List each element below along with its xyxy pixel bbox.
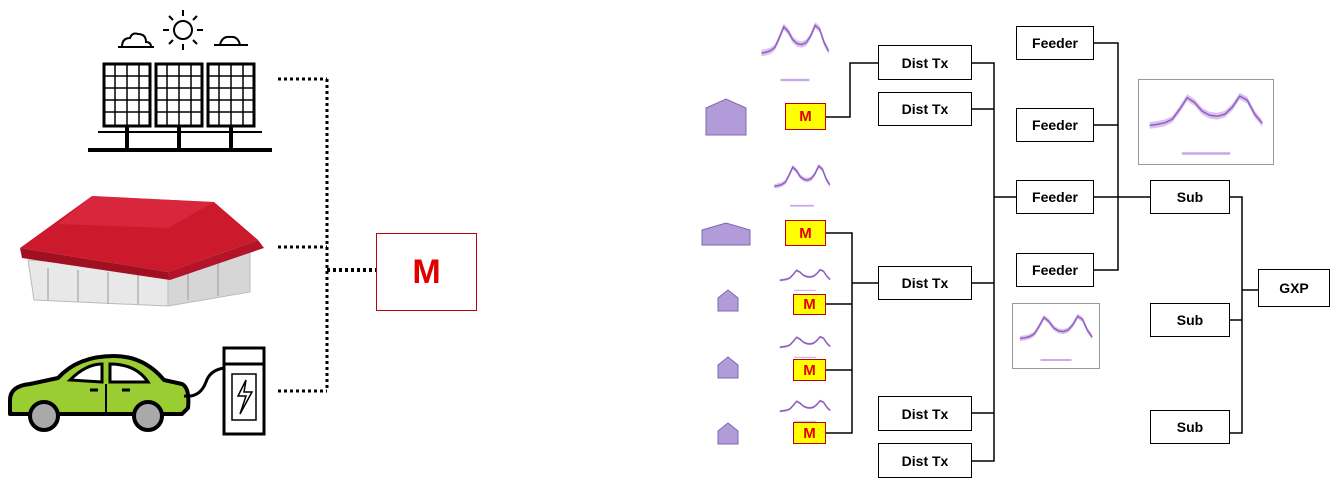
house-icon	[717, 289, 739, 312]
gxp-box: GXP	[1258, 269, 1330, 307]
left-meter-box: M	[376, 233, 477, 311]
meter-box: M	[785, 220, 826, 246]
profile-legend	[790, 204, 814, 207]
profile-line	[761, 24, 830, 54]
load-profile-curve	[779, 335, 831, 358]
house-icon	[705, 98, 747, 136]
load-profile-curve	[1149, 92, 1263, 155]
profile-line	[779, 335, 831, 348]
meter-box: M	[785, 103, 826, 130]
load-profile-thumbnail	[775, 331, 835, 361]
profile-band	[761, 22, 829, 57]
house-photo-icon	[20, 196, 264, 307]
load-profile-thumbnail	[775, 264, 835, 294]
load-profile-curve	[779, 399, 831, 422]
profile-band	[1019, 313, 1093, 342]
load-profile-thumbnail	[755, 10, 835, 90]
sub-box: Sub	[1150, 180, 1230, 214]
feeder-box: Feeder	[1016, 180, 1094, 214]
house-icon	[701, 222, 751, 246]
house-icon	[717, 422, 739, 445]
load-profile-thumbnail	[769, 155, 835, 213]
sub-box: Sub	[1150, 410, 1230, 444]
profile-band	[774, 163, 830, 189]
profile-line	[774, 164, 831, 188]
profile-legend	[1040, 359, 1072, 361]
dist-tx-box: Dist Tx	[878, 396, 972, 431]
profile-legend	[794, 420, 816, 422]
load-profile-curve	[1019, 313, 1093, 361]
profile-legend	[1181, 152, 1231, 155]
dist-tx-box: Dist Tx	[878, 92, 972, 126]
meter-box: M	[793, 359, 826, 381]
load-profile-thumbnail	[1138, 79, 1274, 165]
house-icon	[717, 356, 739, 379]
profile-line	[1149, 95, 1263, 127]
dist-tx-box: Dist Tx	[878, 45, 972, 80]
load-profile-thumbnail	[1012, 303, 1100, 369]
cloud-icon	[214, 35, 248, 46]
feeder-box: Feeder	[1016, 253, 1094, 287]
load-profile-thumbnail	[775, 395, 835, 425]
solar-panel-icon	[88, 62, 272, 152]
profile-legend	[794, 289, 816, 291]
load-profile-curve	[779, 268, 831, 291]
meter-box: M	[793, 294, 826, 315]
sun-icon	[163, 10, 203, 50]
cloud-icon	[118, 32, 154, 48]
electric-car-icon	[8, 354, 191, 432]
profile-legend	[780, 78, 810, 82]
profile-line	[1019, 315, 1093, 340]
meter-box: M	[793, 422, 826, 444]
feeder-box: Feeder	[1016, 26, 1094, 60]
sub-box: Sub	[1150, 303, 1230, 337]
profile-legend	[794, 356, 816, 358]
dotted-connectors	[278, 77, 376, 393]
dist-tx-box: Dist Tx	[878, 443, 972, 478]
load-profile-curve	[761, 22, 830, 82]
charger-icon	[183, 346, 266, 436]
dist-tx-box: Dist Tx	[878, 266, 972, 300]
profile-band	[1149, 92, 1263, 129]
profile-line	[779, 399, 831, 412]
profile-line	[779, 268, 831, 281]
load-profile-curve	[774, 163, 831, 207]
feeder-box: Feeder	[1016, 108, 1094, 142]
